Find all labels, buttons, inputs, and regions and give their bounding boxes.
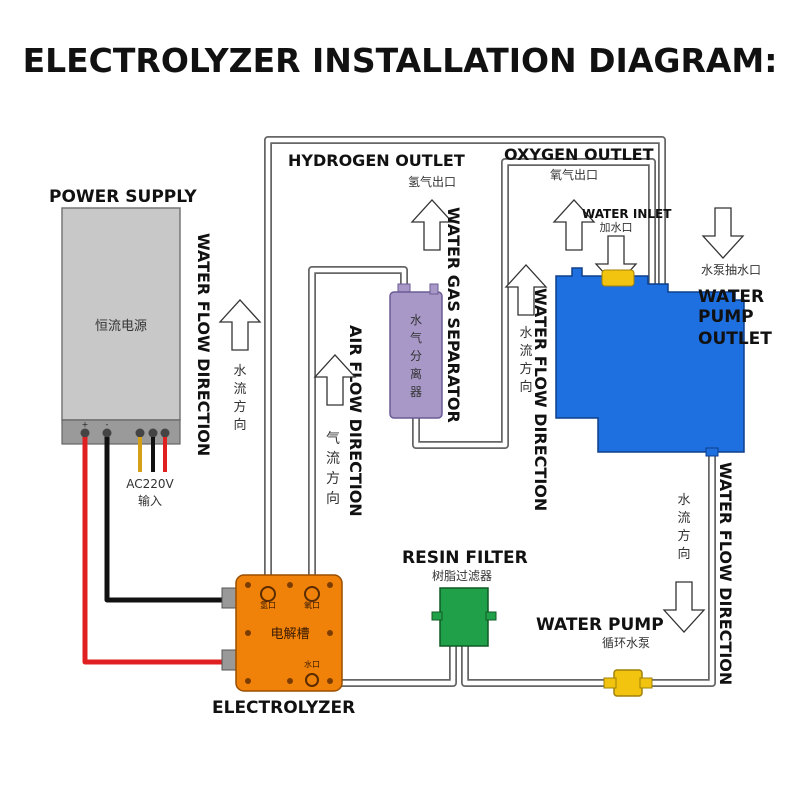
svg-text:离: 离 — [410, 366, 422, 381]
svg-text:分: 分 — [410, 349, 422, 363]
oxygen-port-label: 氧口 — [304, 600, 320, 610]
svg-text:气: 气 — [326, 431, 340, 447]
separator-chinese-label: 水 气 分 离 器 — [410, 313, 422, 399]
hydrogen-outlet-chinese-label: 氢气出口 — [408, 174, 456, 189]
electrolyzer-chinese-label: 电解槽 — [270, 627, 309, 642]
water-pump-chinese-label: 循环水泵 — [602, 636, 650, 650]
water-pump — [603, 669, 653, 697]
electrolyzer-body — [235, 574, 343, 692]
water-flow-chinese-middle: 水 流 方 向 — [519, 326, 532, 395]
power-wires — [82, 437, 226, 665]
pump-body — [613, 669, 643, 697]
water-pump-outlet-chinese-label: 水泵抽水口 — [701, 263, 761, 277]
tubing — [264, 136, 716, 687]
water-flow-chinese-left: 水 流 方 向 — [233, 364, 246, 433]
resin-filter-chinese-label: 树脂过滤器 — [432, 568, 492, 583]
svg-text:流: 流 — [233, 382, 246, 397]
water-flow-up-arrow-icon — [219, 299, 261, 351]
ac-input-label: AC220V — [126, 477, 174, 491]
power-supply-label: POWER SUPPLY — [49, 187, 197, 207]
water-flow-chinese-right: 水 流 方 向 — [677, 493, 690, 562]
water-pump-outlet-label-line3: OUTLET — [698, 329, 772, 349]
diagram-title: ELECTROLYZER INSTALLATION DIAGRAM: — [23, 41, 778, 80]
positive-terminal — [221, 649, 237, 671]
hydrogen-port-label: 氢口 — [260, 600, 276, 610]
water-inlet-chinese-label: 加水口 — [600, 221, 633, 234]
water-inlet-label: WATER INLET — [582, 207, 672, 221]
terminal-plus-sign: + — [82, 420, 89, 429]
electrolyzer-label: ELECTROLYZER — [212, 698, 355, 718]
svg-text:向: 向 — [519, 379, 532, 395]
air-flow-direction-label: AIR FLOW DIRECTION — [346, 325, 365, 517]
oxygen-port — [304, 586, 320, 602]
filter-body — [439, 587, 489, 647]
svg-text:器: 器 — [410, 385, 422, 399]
water-inlet-cap — [601, 269, 635, 287]
svg-text:方: 方 — [677, 528, 690, 544]
power-supply-body — [61, 207, 181, 421]
oxygen-outlet-chinese-label: 氧气出口 — [550, 167, 598, 182]
water-pump-outlet-label-line2: PUMP — [698, 307, 754, 327]
svg-text:方: 方 — [326, 471, 340, 487]
oxygen-outlet-label: OXYGEN OUTLET — [504, 145, 654, 164]
negative-terminal — [221, 587, 237, 609]
svg-text:方: 方 — [519, 361, 532, 377]
svg-text:水: 水 — [519, 326, 532, 341]
electrolyzer-bolts — [245, 582, 333, 684]
water-flow-direction-label-right: WATER FLOW DIRECTION — [716, 462, 735, 685]
terminal-screws — [80, 428, 170, 438]
water-flow-direction-label-left: WATER FLOW DIRECTION — [194, 233, 213, 456]
resin-filter — [431, 587, 497, 647]
tank-body — [555, 267, 745, 453]
svg-text:流: 流 — [677, 511, 690, 526]
water-gas-separator: 水 气 分 离 器 — [389, 283, 443, 419]
black-wire — [104, 437, 226, 603]
water-gas-separator-label: WATER GAS SEPARATOR — [444, 207, 463, 423]
svg-text:流: 流 — [519, 344, 532, 359]
ac-input-chinese-label: 输入 — [138, 493, 162, 508]
svg-text:气: 气 — [410, 330, 422, 345]
water-flow-right-down-arrow-icon — [663, 581, 705, 633]
water-pump-label: WATER PUMP — [536, 615, 664, 635]
svg-text:向: 向 — [677, 546, 690, 562]
svg-text:流: 流 — [326, 451, 340, 467]
water-pump-outlet-down-arrow-icon — [702, 207, 744, 259]
hydrogen-port — [260, 586, 276, 602]
power-supply-chinese-label: 恒流电源 — [95, 319, 147, 334]
svg-text:向: 向 — [326, 491, 340, 507]
water-port — [305, 673, 319, 687]
svg-text:水: 水 — [233, 364, 246, 379]
svg-text:水: 水 — [410, 313, 422, 327]
hydrogen-outlet-label: HYDROGEN OUTLET — [288, 151, 465, 170]
electrolyzer: 氢口 氧口 水口 电解槽 — [221, 574, 343, 692]
water-flow-direction-label-middle: WATER FLOW DIRECTION — [531, 288, 550, 511]
terminal-minus-sign: - — [106, 420, 109, 429]
separator-body — [389, 291, 443, 419]
svg-text:水: 水 — [677, 493, 690, 508]
tank-bottom-port — [705, 447, 719, 457]
red-wire — [82, 437, 226, 665]
svg-text:向: 向 — [233, 417, 246, 433]
svg-text:方: 方 — [233, 399, 246, 415]
water-tank — [555, 267, 745, 457]
air-flow-chinese: 气 流 方 向 — [326, 431, 340, 507]
water-pump-outlet-label-line1: WATER — [698, 287, 764, 307]
resin-filter-label: RESIN FILTER — [402, 548, 528, 568]
water-port-label: 水口 — [304, 659, 320, 669]
power-supply: 恒流电源 + - — [61, 207, 181, 445]
